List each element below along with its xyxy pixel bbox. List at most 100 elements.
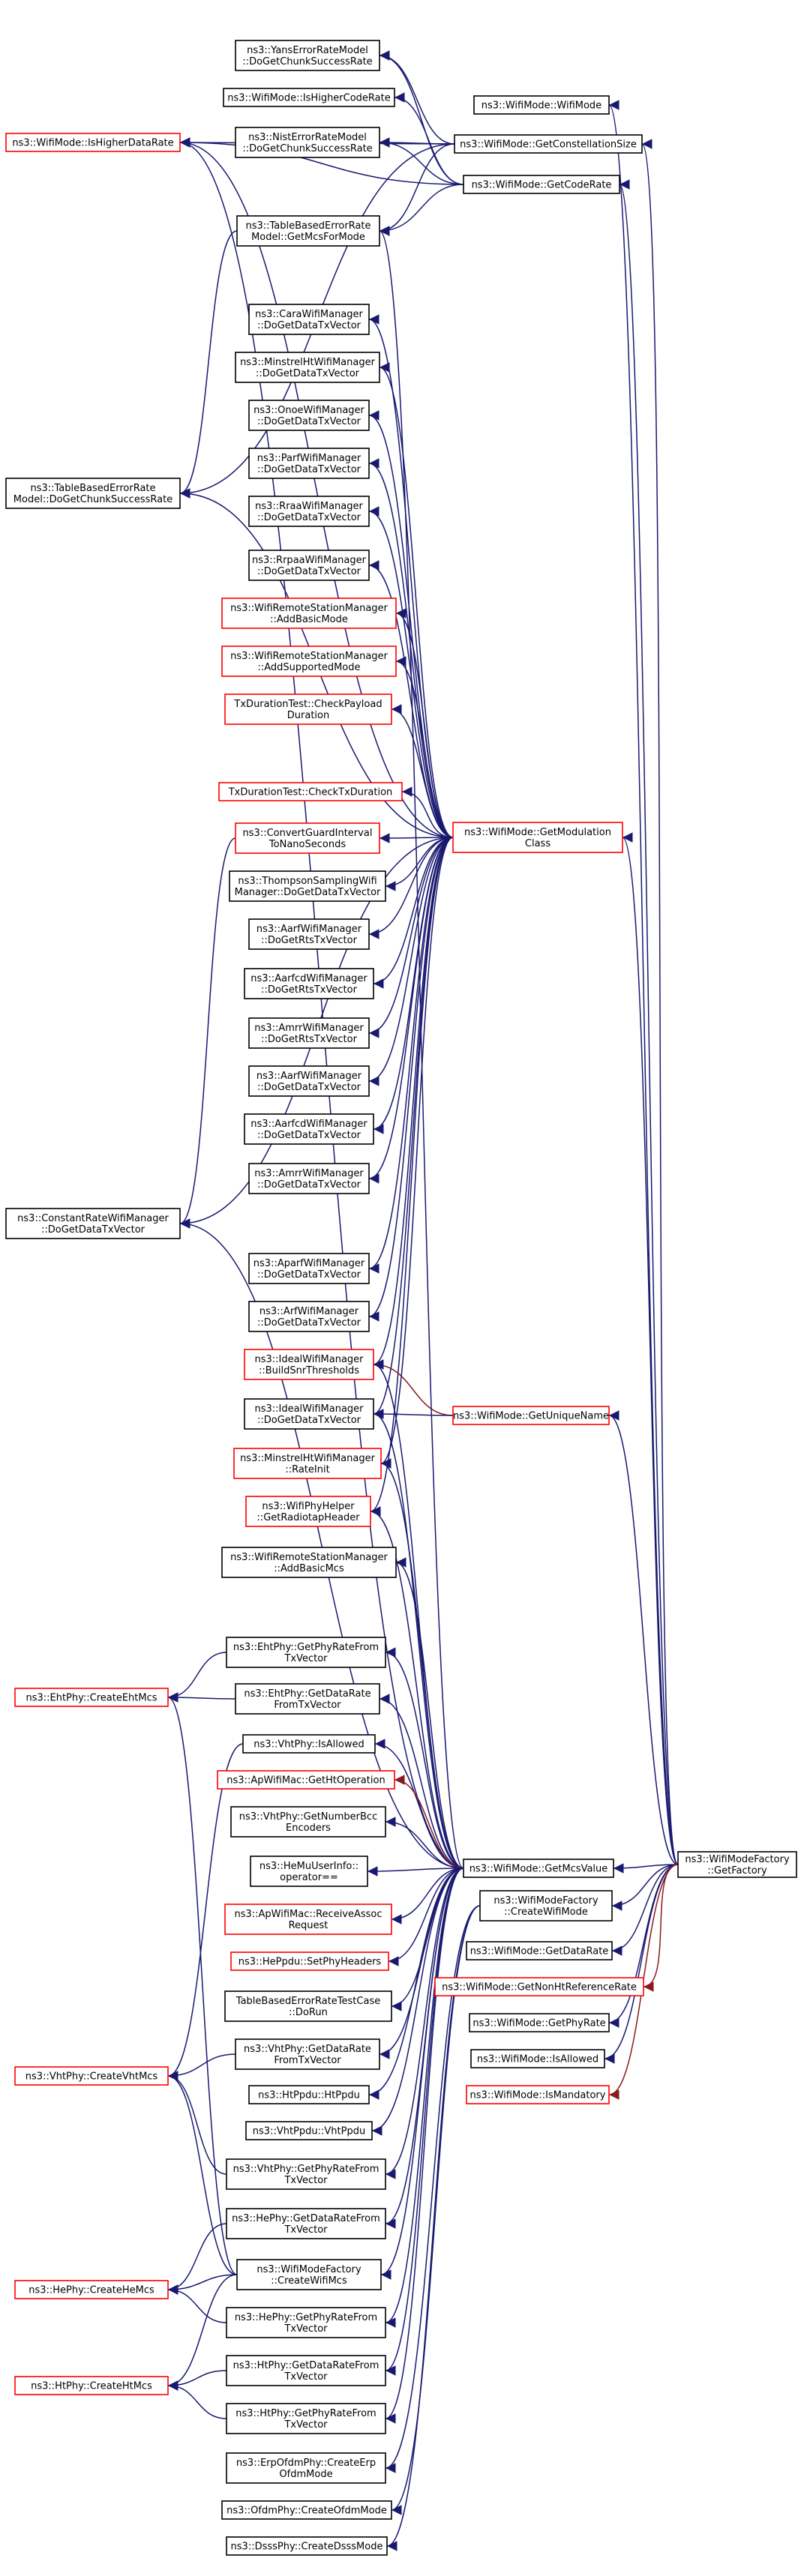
node-tablechunk[interactable]: ns3::TableBasedErrorRateModel::DoGetChun…	[5, 478, 181, 509]
node-tablemcs[interactable]: ns3::TableBasedErrorRateModel::GetMcsFor…	[236, 215, 380, 247]
node-aarfcddata[interactable]: ns3::AarfcdWifiManager::DoGetDataTxVecto…	[244, 1113, 374, 1145]
node-label-modclass-0: ns3::WifiMode::GetModulation	[464, 827, 611, 838]
node-focus[interactable]: ns3::WifiModeFactory::GetFactory	[677, 1851, 797, 1878]
node-aarfdata[interactable]: ns3::AarfWifiManager::DoGetDataTxVector	[248, 1065, 370, 1097]
node-aarfrts[interactable]: ns3::AarfWifiManager::DoGetRtsTxVector	[248, 918, 370, 950]
node-addbasicmcs[interactable]: ns3::WifiRemoteStationManager::AddBasicM…	[221, 1547, 397, 1578]
node-arfdata[interactable]: ns3::ArfWifiManager::DoGetDataTxVector	[248, 1301, 370, 1332]
node-htppdu[interactable]: ns3::HtPpdu::HtPpdu	[248, 2085, 370, 2104]
node-rraa[interactable]: ns3::RraaWifiManager::DoGetDataTxVector	[248, 496, 370, 527]
node-ishigherdatarate[interactable]: ns3::WifiMode::IsHigherDataRate	[5, 133, 181, 152]
edge-dsssmode-to-createwifimode	[386, 1905, 481, 2551]
node-label-dsssmode-0: ns3::DsssPhy::CreateDsssMode	[231, 2542, 383, 2553]
node-label-aparfdata-0: ns3::AparfWifiManager	[254, 1258, 365, 1269]
node-yans[interactable]: ns3::YansErrorRateModel::DoGetChunkSucce…	[235, 40, 380, 71]
node-box-vhtisallowed	[242, 1734, 376, 1754]
edge-tablechunk-to-tablemcs	[179, 230, 238, 499]
node-label-minstrelrate-1: ::RateInit	[285, 1464, 329, 1475]
node-minstrelht[interactable]: ns3::MinstrelHtWifiManager::DoGetDataTxV…	[235, 352, 380, 383]
node-box-getdatarate	[466, 1941, 613, 1960]
edge-minstrelrate-to-getmcs	[380, 1458, 464, 1869]
edge-aphtop-to-getmcs	[394, 1775, 464, 1869]
edge-checktxduration-to-modclass	[401, 786, 454, 838]
node-wifimode[interactable]: ns3::WifiMode::WifiMode	[473, 95, 610, 115]
node-ehtcreate[interactable]: ns3::EhtPhy::CreateEhtMcs	[14, 1688, 169, 1707]
node-vhtcreate[interactable]: ns3::VhtPhy::CreateVhtMcs	[14, 2066, 169, 2086]
node-amrrdata[interactable]: ns3::AmrrWifiManager::DoGetDataTxVector	[248, 1163, 370, 1194]
node-aparfdata[interactable]: ns3::AparfWifiManager::DoGetDataTxVector	[248, 1253, 370, 1284]
node-box-parf	[248, 448, 370, 479]
node-minstrelrate[interactable]: ns3::MinstrelHtWifiManager::RateInit	[233, 1448, 382, 1479]
node-hemuuser[interactable]: ns3::HeMuUserInfo::operator==	[250, 1856, 368, 1887]
node-htcreate[interactable]: ns3::HtPhy::CreateHtMcs	[14, 2376, 169, 2395]
node-constellation[interactable]: ns3::WifiMode::GetConstellationSize	[454, 134, 643, 154]
node-coderate[interactable]: ns3::WifiMode::GetCodeRate	[463, 175, 620, 194]
node-box-addbasicmode	[221, 598, 397, 629]
node-radiotap[interactable]: ns3::WifiPhyHelper::GetRadiotapHeader	[245, 1496, 371, 1527]
node-uniquename[interactable]: ns3::WifiMode::GetUniqueName	[452, 1406, 610, 1425]
node-cara[interactable]: ns3::CaraWifiManager::DoGetDataTxVector	[248, 304, 370, 335]
node-label-ehtdatarate-0: ns3::EhtPhy::GetDataRate	[244, 1688, 370, 1700]
node-box-rraa	[248, 496, 370, 527]
node-heppdu[interactable]: ns3::HePpdu::SetPhyHeaders	[230, 1951, 389, 1971]
node-box-htppdu	[248, 2085, 370, 2104]
node-addsupportedmode[interactable]: ns3::WifiRemoteStationManager::AddSuppor…	[221, 645, 397, 677]
node-getnonht[interactable]: ns3::WifiMode::GetNonHtReferenceRate	[434, 1977, 644, 1996]
node-box-aphtop	[217, 1770, 395, 1790]
node-vhtisallowed[interactable]: ns3::VhtPhy::IsAllowed	[242, 1734, 376, 1754]
edge-tablemcs-to-getmcs	[379, 226, 464, 1869]
edge-htdatarate-to-getmcs	[385, 1868, 464, 2376]
node-nist[interactable]: ns3::NistErrorRateModel::DoGetChunkSucce…	[235, 127, 380, 158]
node-addbasicmode[interactable]: ns3::WifiRemoteStationManager::AddBasicM…	[221, 598, 397, 629]
node-idealbuild[interactable]: ns3::IdealWifiManager::BuildSnrThreshold…	[244, 1349, 374, 1380]
edge-tablemcs-to-coderate	[379, 184, 464, 236]
node-rrpaa[interactable]: ns3::RrpaaWifiManager::DoGetDataTxVector	[248, 550, 370, 581]
node-hecreate[interactable]: ns3::HePhy::CreateHeMcs	[14, 2280, 169, 2299]
node-ismandatory[interactable]: ns3::WifiMode::IsMandatory	[466, 2085, 610, 2104]
node-isallowed[interactable]: ns3::WifiMode::IsAllowed	[470, 2049, 605, 2068]
node-label-cara-1: ::DoGetDataTxVector	[257, 320, 362, 331]
node-idealdata[interactable]: ns3::IdealWifiManager::DoGetDataTxVector	[244, 1398, 374, 1430]
node-parf[interactable]: ns3::ParfWifiManager::DoGetDataTxVector	[248, 448, 370, 479]
node-label-checkpayload-0: TxDurationTest::CheckPayload	[233, 699, 382, 710]
node-aarfcdrts[interactable]: ns3::AarfcdWifiManager::DoGetRtsTxVector	[244, 968, 374, 999]
node-checktxduration[interactable]: TxDurationTest::CheckTxDuration	[218, 782, 403, 801]
node-onoe[interactable]: ns3::OnoeWifiManager::DoGetDataTxVector	[248, 400, 370, 431]
node-thompson[interactable]: ns3::ThompsonSamplingWifiManager::DoGetD…	[229, 870, 386, 902]
edge-minstrelht-to-modclass	[379, 362, 454, 838]
node-tabletest[interactable]: TableBasedErrorRateTestCase::DoRun	[224, 1990, 392, 2022]
node-createwifimode[interactable]: ns3::WifiModeFactory::CreateWifiMode	[479, 1890, 613, 1922]
node-getphyrate[interactable]: ns3::WifiMode::GetPhyRate	[469, 2013, 610, 2032]
node-constantrate[interactable]: ns3::ConstantRateWifiManager::DoGetDataT…	[5, 1208, 181, 1239]
node-label-vhtbcc-1: Encoders	[286, 1823, 331, 1834]
node-vhtppdu[interactable]: ns3::VhtPpdu::VhtPpdu	[245, 2121, 373, 2140]
node-label-getnonht-0: ns3::WifiMode::GetNonHtReferenceRate	[442, 1982, 637, 1993]
node-getmcs[interactable]: ns3::WifiMode::GetMcsValue	[463, 1859, 614, 1878]
node-getdatarate[interactable]: ns3::WifiMode::GetDataRate	[466, 1941, 613, 1960]
node-label-htdatarate-1: TxVector	[284, 2371, 328, 2383]
node-box-tablechunk	[5, 478, 181, 509]
node-ofdmmode[interactable]: ns3::OfdmPhy::CreateOfdmMode	[221, 2500, 392, 2520]
node-createwifimcs[interactable]: ns3::WifiModeFactory::CreateWifiMcs	[236, 2259, 382, 2290]
node-aphtop[interactable]: ns3::ApWifiMac::GetHtOperation	[217, 1770, 395, 1790]
node-ishighercoderate[interactable]: ns3::WifiMode::IsHigherCodeRate	[223, 88, 395, 107]
node-box-getphyrate	[469, 2013, 610, 2032]
node-label-aarfcdrts-0: ns3::AarfcdWifiManager	[250, 973, 368, 984]
node-dsssmode[interactable]: ns3::DsssPhy::CreateDsssMode	[226, 2536, 388, 2556]
node-amrrrts[interactable]: ns3::AmrrWifiManager::DoGetRtsTxVector	[248, 1017, 370, 1049]
